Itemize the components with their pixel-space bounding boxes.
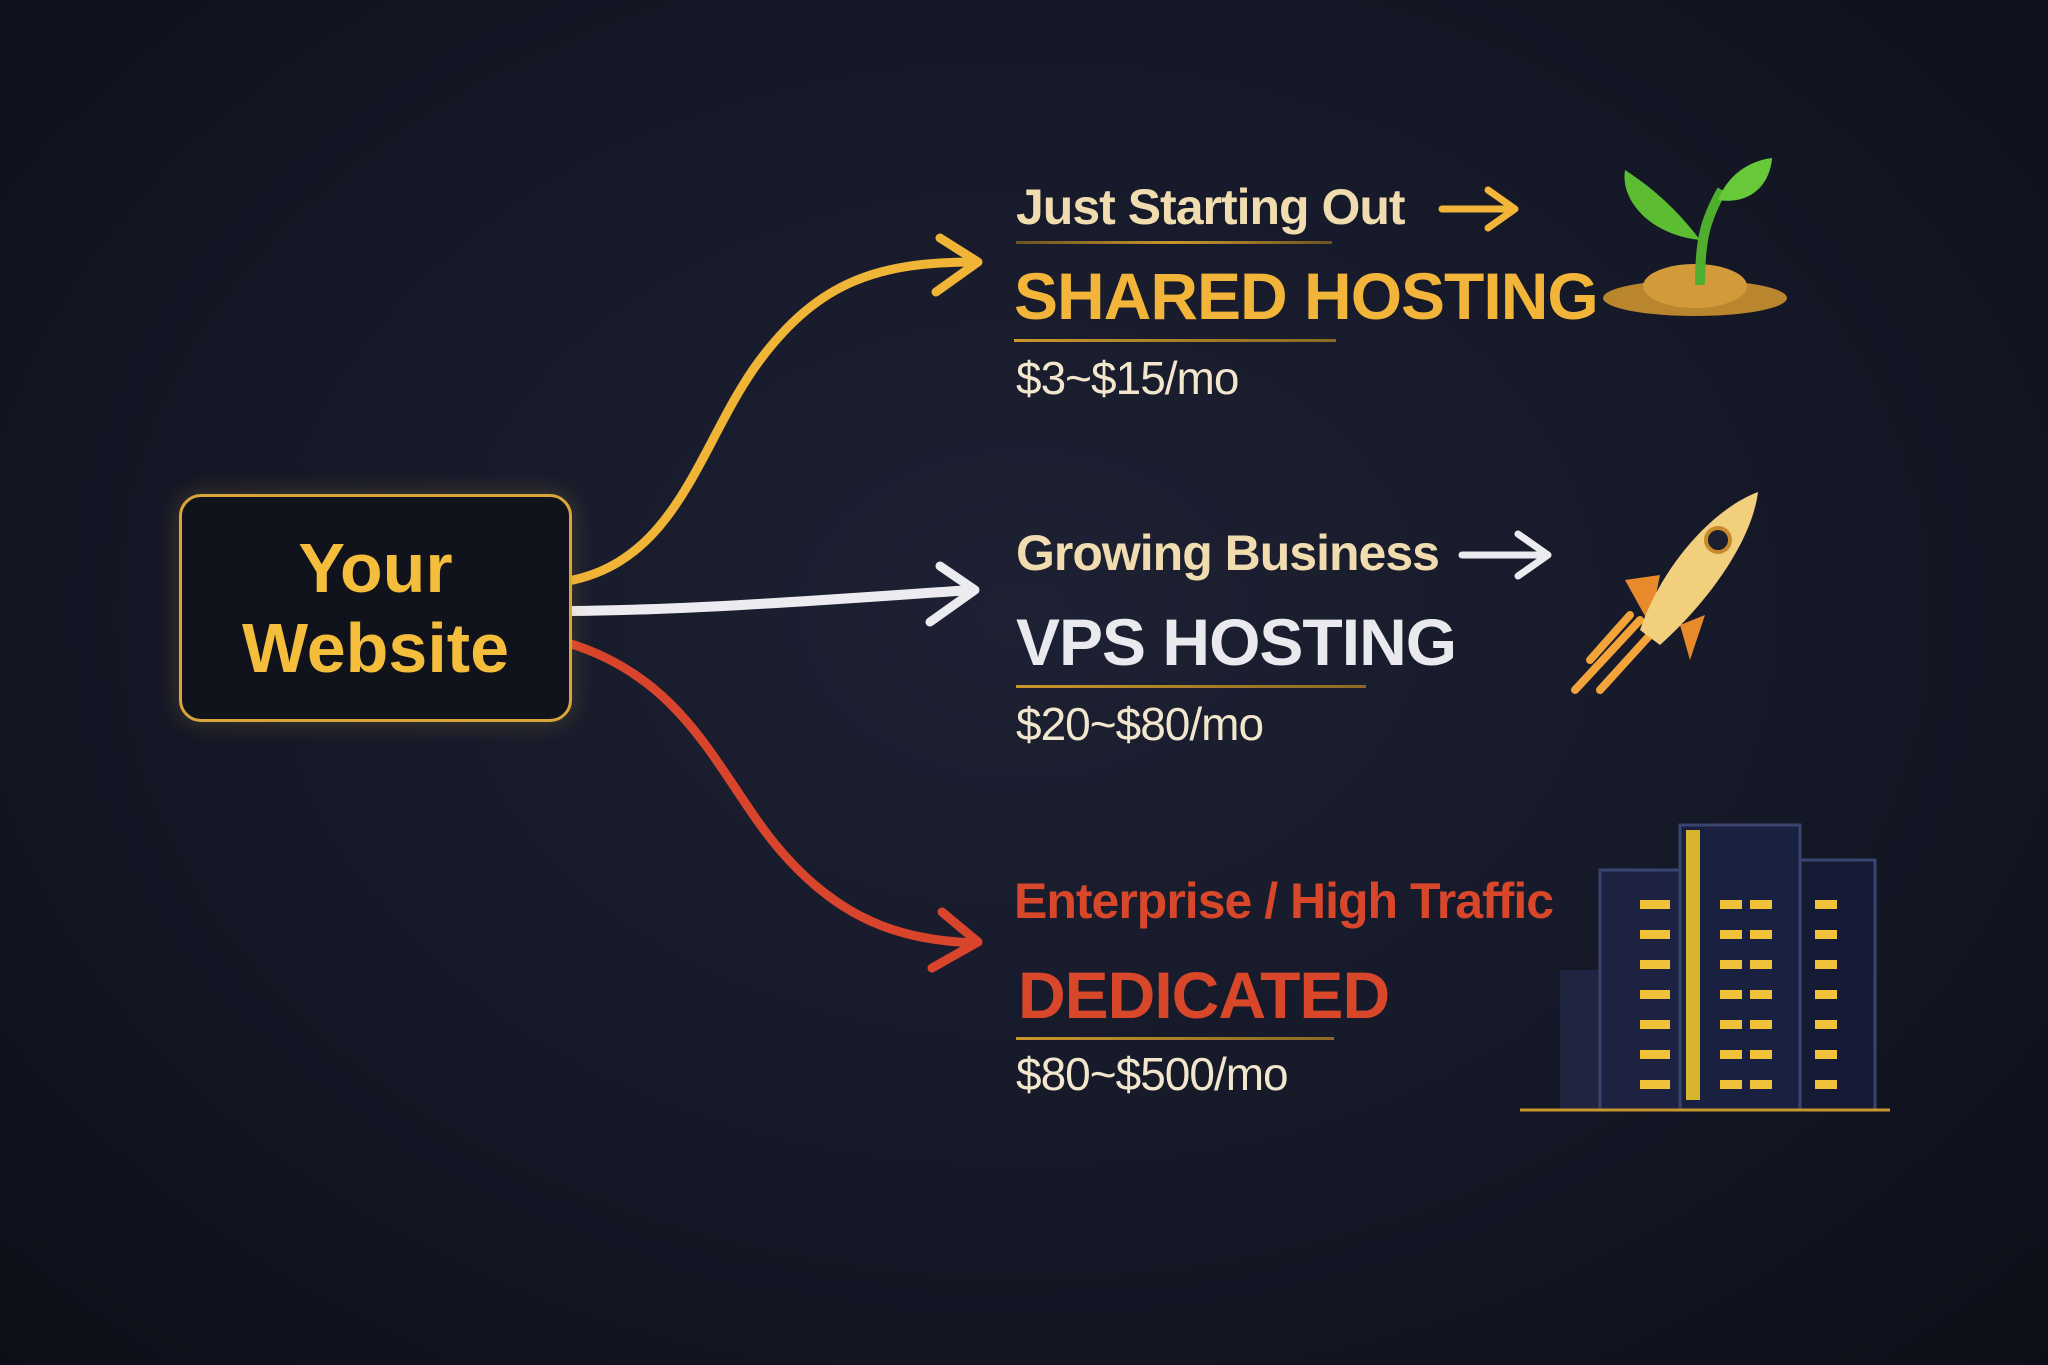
tier-shared-price: $3~$15/mo: [1016, 352, 1239, 404]
tier-vps-price: $20~$80/mo: [1016, 698, 1264, 750]
building-window: [1720, 960, 1742, 969]
building-window: [1640, 1080, 1670, 1089]
arrowhead-vps: [925, 561, 980, 627]
building-window: [1750, 1020, 1772, 1029]
tier-vps-plan: VPS HOSTING: [1016, 605, 1457, 679]
building-window: [1815, 930, 1837, 939]
building-window: [1815, 1050, 1837, 1059]
small-arrow-vps: [1458, 530, 1552, 580]
building-window: [1815, 990, 1837, 999]
divider: [1016, 241, 1332, 244]
building-window: [1750, 1050, 1772, 1059]
building-window: [1640, 990, 1670, 999]
building-window: [1640, 1050, 1670, 1059]
building-window: [1750, 930, 1772, 939]
building-window: [1720, 1020, 1742, 1029]
arrowhead-dedicated: [927, 907, 983, 973]
arrowhead-shared: [931, 233, 983, 297]
building-window: [1640, 960, 1670, 969]
tier-dedicated-audience: Enterprise / High Traffic: [1014, 873, 1554, 929]
building-window: [1720, 990, 1742, 999]
divider: [1016, 1037, 1334, 1040]
building-window: [1815, 1080, 1837, 1089]
tier-dedicated-plan: DEDICATED: [1018, 958, 1390, 1032]
building-window: [1720, 930, 1742, 939]
your-website-box: Your Website: [179, 494, 572, 722]
divider: [1014, 339, 1336, 342]
source-label-line2: Website: [241, 609, 510, 687]
building-window: [1640, 900, 1670, 909]
source-label-line1: Your: [298, 529, 453, 607]
arrow-shared: [563, 257, 980, 586]
arrow-dedicated: [563, 638, 980, 948]
building-window: [1750, 960, 1772, 969]
building-window: [1640, 1020, 1670, 1029]
arrow-vps: [563, 585, 977, 616]
building-window: [1815, 900, 1837, 909]
tier-shared-audience: Just Starting Out: [1016, 179, 1406, 235]
building-window: [1750, 1080, 1772, 1089]
building-window: [1815, 1020, 1837, 1029]
tier-shared-plan: SHARED HOSTING: [1014, 259, 1599, 333]
divider: [1016, 685, 1366, 688]
building-window: [1750, 990, 1772, 999]
building-window: [1720, 1050, 1742, 1059]
tier-dedicated-price: $80~$500/mo: [1016, 1048, 1289, 1100]
sprout-icon: [1603, 158, 1787, 316]
building-window: [1815, 960, 1837, 969]
building-window: [1720, 1080, 1742, 1089]
building-window: [1720, 900, 1742, 909]
rocket-icon: [1571, 492, 1758, 694]
office-building-icon: [1520, 823, 1890, 1112]
tier-vps-audience: Growing Business: [1016, 525, 1440, 581]
building-window: [1640, 930, 1670, 939]
small-arrow-shared: [1438, 186, 1519, 232]
building-window: [1750, 900, 1772, 909]
